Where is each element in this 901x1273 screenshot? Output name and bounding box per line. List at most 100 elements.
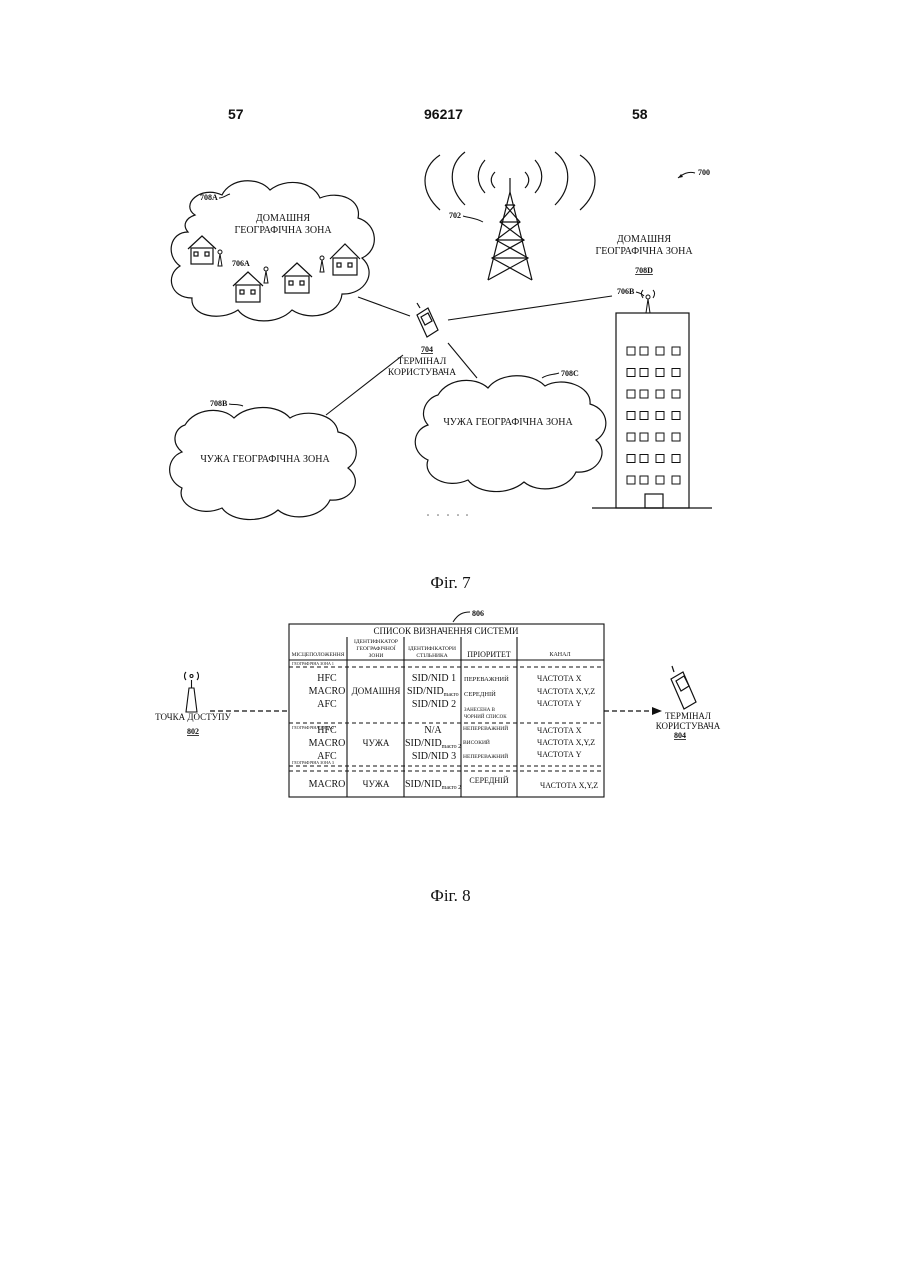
building-window [656,369,664,377]
foreign-zone-c-label: ЧУЖА ГЕОГРАФІЧНА ЗОНА [443,417,573,428]
user-terminal-804-icon [671,666,696,709]
building-window [656,433,664,441]
ref-806: 806 [472,609,484,618]
zone-2-channel-2: ЧАСТОТА X,Y,Z [537,738,595,747]
zone-2-priority-2: ВИСОКИЙ [463,738,490,746]
zone-2-sid-3: SID/NID 3 [412,751,456,762]
building-window [640,455,648,463]
house-icon [330,244,360,275]
zone-1-location-hfc: HFC [317,673,337,684]
access-point-label: ТОЧКА ДОСТУПУ [155,712,231,722]
building-window [627,347,635,355]
header-channel: КАНАЛ [549,652,570,658]
ref-804: 804 [674,731,686,740]
ref-700: 700 [698,168,710,177]
home-zone-a-line2: ГЕОГРАФІЧНА ЗОНА [234,225,332,236]
zone-1-priority-1: ПЕРЕВАЖНИЙ [464,675,509,683]
header-priority: ПРІОРИТЕТ [467,650,511,659]
zone-3-label: ГЕОГРАФІЧНА ЗОНА 3 [292,760,334,765]
house-icon [282,263,312,293]
zone-1-location-macro: MACRO [309,686,346,697]
ref-802: 802 [187,727,199,736]
home-zone-d-line2: ГЕОГРАФІЧНА ЗОНА [595,246,693,257]
building-window [640,433,648,441]
building-window [640,369,648,377]
header-provider-1: ІДЕНТИФІКАТОРИ [408,646,456,652]
zone-2-sid-macro: SID/NIDmacro 2 [405,738,461,750]
connection-lines [326,296,612,415]
zone-3-id: ЧУЖА [363,779,390,789]
building-window [656,476,664,484]
building-window [656,412,664,420]
zone-2-channel-3: ЧАСТОТА Y [537,750,582,759]
building-window [627,412,635,420]
header-zone-id-2: ГЕОГРАФІЧНОЇ [356,645,395,652]
zone-2-location-hfc: HFC [317,725,337,736]
building-windows [627,347,680,484]
building-window [640,390,648,398]
table-title: СПИСОК ВИЗНАЧЕННЯ СИСТЕМИ [373,626,519,636]
figure-8-diagram: 806 ТОЧКА ДОСТУПУ 802 ТЕРМІНАЛ КОРИСТУВА… [0,600,901,820]
zone-3-location-macro: MACRO [309,779,346,790]
foreign-zone-b-label: ЧУЖА ГЕОГРАФІЧНА ЗОНА [200,454,330,465]
building-window [656,390,664,398]
zone-1-sid-1: SID/NID 1 [412,673,456,684]
building-window [640,412,648,420]
ref-708c: 708C [561,369,579,378]
home-zone-a-line1: ДОМАШНЯ [256,213,310,224]
building-window [656,455,664,463]
ref-706a: 706A [232,259,250,268]
home-zone-d-line1: ДОМАШНЯ [617,234,671,245]
terminal-804-line2: КОРИСТУВАЧА [656,721,721,731]
building-window [627,369,635,377]
zone-1-channel-2: ЧАСТОТА X,Y,Z [537,687,595,696]
figure-7-diagram: 700 708A ДОМАШНЯ ГЕОГРАФІЧНА ЗОНА 706A [0,0,901,560]
header-zone-id-3: ЗОНИ [369,653,384,659]
header-provider-2: СТІЛЬНИКА [416,653,447,659]
ref-706b: 706B [617,287,635,296]
building-window [672,433,680,441]
building-window [640,347,648,355]
house-icon [188,236,216,264]
zone-2-id: ЧУЖА [363,738,390,748]
zone-3-sid-macro: SID/NIDmacro 2 [405,779,461,791]
zone-1-channel-1: ЧАСТОТА X [537,674,582,683]
foreign-zone-708c-cloud [415,376,606,492]
building-window [672,412,680,420]
zone-1-channel-3: ЧАСТОТА Y [537,699,582,708]
ref-704: 704 [421,345,433,354]
building-window [627,476,635,484]
terminal-804-line1: ТЕРМІНАЛ [665,711,711,721]
terminal-label-line2: КОРИСТУВАЧА [388,368,456,378]
zone-2-channel-1: ЧАСТОТА X [537,726,582,735]
zone-3-priority: СЕРЕДНІЙ [469,776,508,785]
building-window [672,390,680,398]
building-window [627,390,635,398]
ref-708b: 708B [210,399,228,408]
zone-1-sid-macro: SID/NIDmacro [407,686,459,698]
zone-2-sid-na: N/A [424,725,442,736]
zone-1-priority-2: СЕРЕДНІЙ [464,690,496,698]
zone-2-priority-1: НЕПЕРЕВАЖНИЙ [463,724,508,732]
zone-1-id: ДОМАШНЯ [352,686,401,696]
femto-access-point-706a-icon [264,267,268,283]
zone-1-note-1: ЗАНЕСЕНА В [464,708,496,713]
figure-7-caption: Фіг. 7 [0,573,901,593]
user-terminal-704-icon [417,303,438,337]
ref-708d: 708D [635,266,653,275]
decorative-dots [427,514,468,516]
building-window [672,476,680,484]
building-window [627,433,635,441]
header-zone-id-1: ІДЕНТИФІКАТОР [354,639,398,645]
ref-702: 702 [449,211,461,220]
zone-3-channel: ЧАСТОТА X,Y,Z [540,781,598,790]
terminal-label-line1: ТЕРМІНАЛ [398,357,447,367]
building-window [672,455,680,463]
zone-1-location-afc: AFC [317,699,337,710]
access-point-802-icon [185,672,199,712]
zone-1-sid-2: SID/NID 2 [412,699,456,710]
building-window [656,347,664,355]
femto-access-point-706b-icon [642,290,655,313]
building-window [672,369,680,377]
zone-1-note-2: ЧОРНИЙ СПИСОК [464,714,507,720]
